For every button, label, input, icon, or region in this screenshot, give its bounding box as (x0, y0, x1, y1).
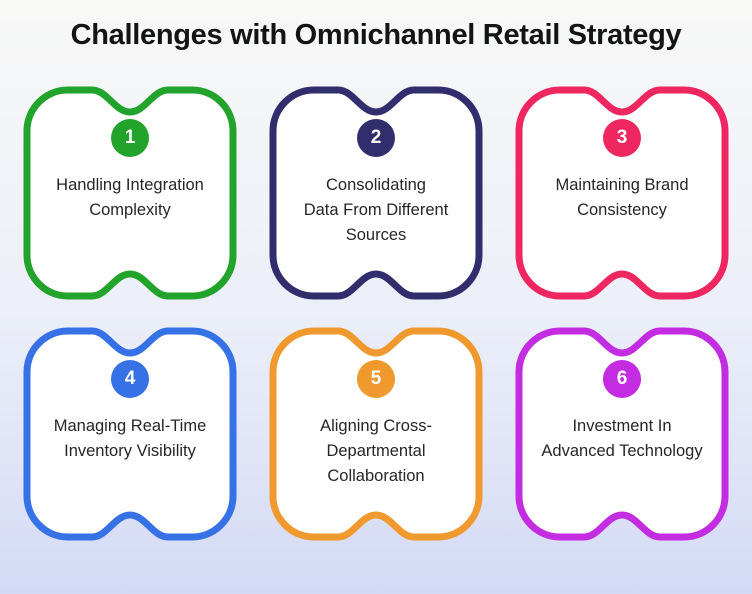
card-content: 5 Aligning Cross- Departmental Collabora… (268, 326, 484, 542)
card-label: Maintaining Brand Consistency (555, 176, 689, 219)
card-label: Aligning Cross- Departmental Collaborati… (320, 417, 432, 485)
card-handling-integration-complexity: 1 Handling Integration Complexity (22, 85, 238, 301)
card-consolidating-data: 2 Consolidating Data From Different Sour… (268, 85, 484, 301)
card-outline (515, 327, 729, 541)
card-content: 1 Handling Integration Complexity (22, 85, 238, 301)
card-content: 4 Managing Real-Time Inventory Visibilit… (22, 326, 238, 542)
card-outline (23, 86, 237, 300)
number-badge: 5 (357, 360, 395, 398)
number-badge: 6 (603, 360, 641, 398)
card-label: Consolidating Data From Different Source… (303, 176, 449, 244)
cards-grid: 1 Handling Integration Complexity 2 Cons… (0, 85, 752, 542)
card-managing-realtime-inventory: 4 Managing Real-Time Inventory Visibilit… (22, 326, 238, 542)
card-label: Managing Real-Time Inventory Visibility (53, 417, 207, 460)
card-label: Handling Integration Complexity (56, 176, 204, 219)
number-badge: 1 (111, 119, 149, 157)
number-badge: 4 (111, 360, 149, 398)
card-outline (269, 327, 483, 541)
card-outline (23, 327, 237, 541)
card-outline (269, 86, 483, 300)
number-badge: 3 (603, 119, 641, 157)
card-content: 2 Consolidating Data From Different Sour… (268, 85, 484, 301)
card-aligning-cross-departmental: 5 Aligning Cross- Departmental Collabora… (268, 326, 484, 542)
card-outline (515, 86, 729, 300)
card-maintaining-brand-consistency: 3 Maintaining Brand Consistency (514, 85, 730, 301)
number-badge: 2 (357, 119, 395, 157)
card-label: Investment In Advanced Technology (541, 417, 703, 460)
card-investment-advanced-technology: 6 Investment In Advanced Technology (514, 326, 730, 542)
card-content: 6 Investment In Advanced Technology (514, 326, 730, 542)
card-content: 3 Maintaining Brand Consistency (514, 85, 730, 301)
page-title: Challenges with Omnichannel Retail Strat… (70, 19, 682, 51)
